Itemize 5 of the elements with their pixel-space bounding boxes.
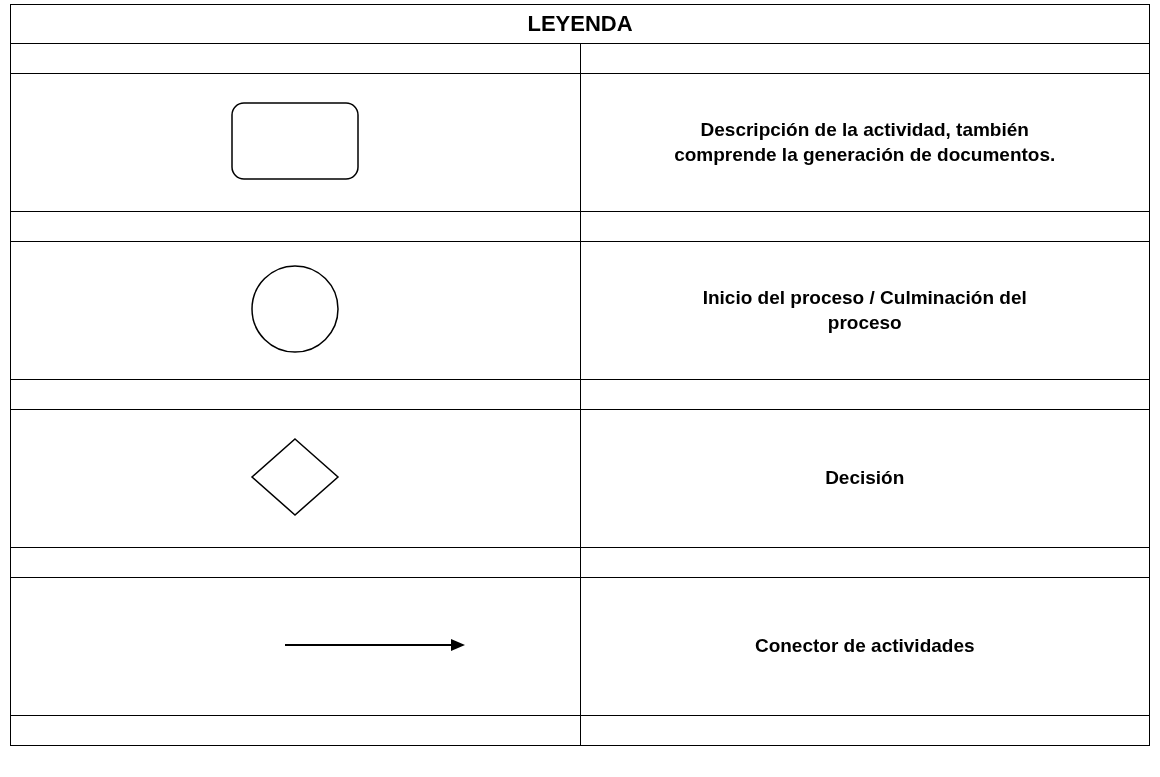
legend-text: Inicio del proceso / Culminación del proceso — [701, 285, 1028, 335]
legend-text: Conector de actividades — [753, 634, 976, 659]
legend-text: Decisión — [824, 466, 906, 491]
legend-text: Descripción de la actividad, también comprende la generación de documentos. — [673, 117, 1057, 167]
legend-title: LEYENDA — [527, 11, 633, 36]
